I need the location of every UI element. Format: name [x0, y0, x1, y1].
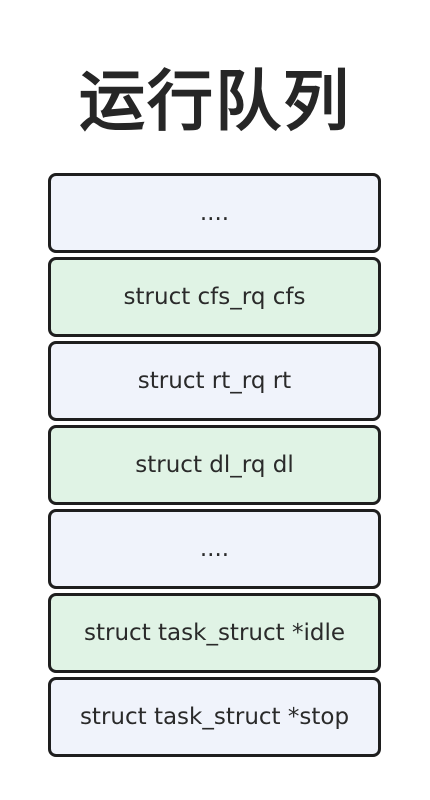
field-label: struct task_struct *stop [79, 704, 350, 730]
field-label: struct cfs_rq cfs [123, 284, 306, 310]
field-label: struct rt_rq rt [137, 368, 292, 394]
diagram-title: 运行队列 [79, 63, 351, 140]
runqueue-field-dl: struct dl_rq dl [48, 425, 381, 505]
field-label: struct dl_rq dl [135, 452, 294, 478]
runqueue-field-stop: struct task_struct *stop [48, 677, 381, 757]
field-label: .... [199, 536, 230, 562]
runqueue-field-idle: struct task_struct *idle [48, 593, 381, 673]
field-label: struct task_struct *idle [84, 620, 345, 646]
runqueue-stack: .... struct cfs_rq cfs struct rt_rq rt s… [48, 173, 381, 757]
runqueue-field-ellipsis-middle: .... [48, 509, 381, 589]
runqueue-field-rt: struct rt_rq rt [48, 341, 381, 421]
field-label: .... [199, 200, 230, 226]
runqueue-field-ellipsis-top: .... [48, 173, 381, 253]
runqueue-field-cfs: struct cfs_rq cfs [48, 257, 381, 337]
